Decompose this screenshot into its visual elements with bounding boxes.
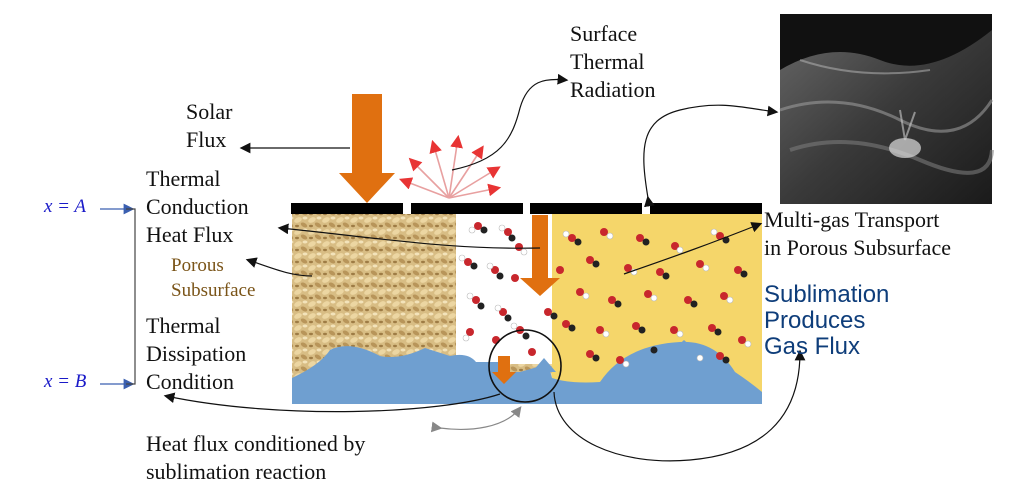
gas-molecules bbox=[458, 222, 752, 368]
sublimation-up-arrow bbox=[532, 358, 556, 385]
heat-down-arrow-small bbox=[492, 356, 516, 384]
surface-bar bbox=[530, 203, 642, 214]
domain-bracket bbox=[126, 208, 136, 385]
x-b-label: x = B bbox=[44, 371, 87, 392]
x-a-label: x = A bbox=[44, 196, 87, 217]
surface-bar bbox=[650, 203, 762, 214]
sublimation-front-circle bbox=[488, 329, 562, 403]
heat-flux-conditioned-leader bbox=[430, 406, 522, 433]
comet-photo bbox=[779, 14, 994, 204]
ice-layer bbox=[292, 341, 762, 404]
surface-bar bbox=[291, 203, 403, 214]
solar-flux-label: Solar Flux bbox=[186, 99, 233, 152]
dissipation-leader bbox=[163, 392, 501, 413]
surface-bar bbox=[411, 203, 523, 214]
sublimation-loop bbox=[553, 349, 806, 462]
thermal-conduction-label: Thermal Conduction Heat Flux bbox=[146, 166, 249, 247]
surface-thermal-radiation-label: Surface Thermal Radiation bbox=[570, 21, 656, 102]
multigas-transport-label: Multi-gas Transport in Porous Subsurface bbox=[764, 207, 951, 260]
multigas-leader bbox=[623, 222, 763, 275]
solar-flux-arrow bbox=[339, 94, 395, 203]
porous-subsurface-label: Porous Subsurface bbox=[171, 255, 256, 301]
radiation-arrows bbox=[399, 134, 502, 199]
thermal-dissipation-label: Thermal Dissipation Condition bbox=[146, 313, 247, 394]
porous-leader bbox=[245, 257, 313, 277]
sublimation-label: Sublimation Produces Gas Flux bbox=[764, 281, 890, 360]
ice-vent-arrow bbox=[671, 340, 697, 365]
radiation-leader bbox=[451, 73, 569, 171]
comet-leader bbox=[643, 104, 779, 208]
conduction-leader bbox=[277, 223, 541, 249]
heat-flux-down-arrow bbox=[520, 215, 560, 296]
heat-flux-conditioned-label: Heat flux conditioned by sublimation rea… bbox=[146, 431, 366, 484]
